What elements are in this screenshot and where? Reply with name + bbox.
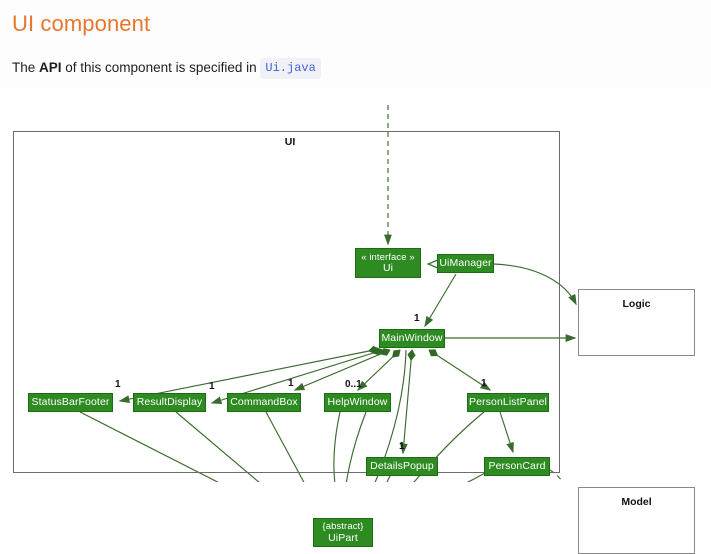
assoc-uimanager-to-mainwindow — [425, 273, 457, 326]
external-package-model-label: Model — [621, 496, 652, 508]
class-box-mainwindow[interactable]: MainWindow — [379, 329, 445, 348]
inheritance-mainwindow-uipart — [374, 349, 407, 482]
page-header: UI component The API of this component i… — [0, 0, 711, 88]
assoc-personlistpanel-personcard — [499, 411, 513, 452]
page-title: UI component — [12, 11, 151, 36]
multiplicity-statusbarfooter: 1 — [115, 379, 121, 390]
class-box-statusbarfooter[interactable]: StatusBarFooter — [28, 393, 113, 412]
class-name-statusbarfooter: StatusBarFooter — [31, 395, 110, 408]
composition-mainwindow-detailspopup — [403, 350, 412, 453]
class-name-personcard: PersonCard — [488, 459, 546, 472]
class-box-uipart[interactable]: {abstract} UiPart — [313, 518, 373, 547]
class-name-resultdisplay: ResultDisplay — [136, 395, 203, 408]
dependency-uimanager-to-logic — [493, 263, 576, 304]
multiplicity-mainwindow: 1 — [414, 313, 420, 324]
inheritance-detailspopup-uipart — [386, 475, 391, 482]
ui-frame-label: UI — [284, 136, 296, 148]
external-package-model[interactable]: Model — [578, 487, 695, 554]
class-name-personlistpanel: PersonListPanel — [469, 395, 547, 408]
class-name-commandbox: CommandBox — [230, 395, 298, 408]
api-keyword: API — [39, 60, 62, 75]
diagram-connectors — [79, 105, 711, 482]
ui-component-frame — [13, 131, 560, 473]
class-box-detailspopup[interactable]: DetailsPopup — [366, 457, 438, 476]
class-name-helpwindow: HelpWindow — [327, 395, 388, 408]
class-box-helpwindow[interactable]: HelpWindow — [324, 393, 391, 412]
multiplicity-resultdisplay: 1 — [209, 381, 215, 392]
composition-mainwindow-personlistpanel — [429, 350, 490, 390]
class-name-ui: Ui — [382, 262, 394, 274]
uml-class-diagram: UI Logic Model « interface » Ui UiManage… — [0, 88, 711, 554]
api-text-prefix: The — [12, 60, 40, 75]
api-description: The API of this component is specified i… — [12, 58, 321, 79]
class-name-mainwindow: MainWindow — [381, 331, 443, 344]
inheritance-personcard-uipart — [467, 471, 488, 482]
class-box-personcard[interactable]: PersonCard — [484, 457, 550, 476]
class-stereotype-interface: « interface » — [361, 251, 415, 263]
class-box-resultdisplay[interactable]: ResultDisplay — [133, 393, 206, 412]
api-text-mid: of this component is specified in — [61, 60, 261, 75]
ui-java-code-chip[interactable]: Ui.java — [260, 58, 321, 79]
class-name-uimanager: UiManager — [439, 256, 492, 269]
composition-mainwindow-helpwindow — [358, 350, 400, 390]
external-package-logic-label: Logic — [622, 298, 651, 310]
multiplicity-personlistpanel: 1 — [481, 378, 487, 389]
multiplicity-commandbox: 1 — [288, 378, 294, 389]
multiplicity-helpwindow: 0..1 — [345, 379, 362, 390]
inheritance-helpwindow2-uipart — [345, 411, 367, 482]
class-box-commandbox[interactable]: CommandBox — [227, 393, 301, 412]
multiplicity-detailspopup: 1 — [399, 441, 405, 452]
class-box-uimanager[interactable]: UiManager — [437, 254, 494, 273]
inheritance-commandbox-uipart — [265, 411, 305, 482]
inheritance-statusbarfooter-uipart — [79, 411, 219, 482]
class-name-detailspopup: DetailsPopup — [370, 459, 434, 472]
class-box-personlistpanel[interactable]: PersonListPanel — [467, 393, 549, 412]
inheritance-helpwindow-uipart — [333, 411, 341, 482]
class-box-ui-interface[interactable]: « interface » Ui — [355, 248, 421, 278]
class-stereotype-abstract: {abstract} — [322, 521, 364, 532]
class-name-uipart: UiPart — [328, 531, 358, 544]
external-package-logic[interactable]: Logic — [578, 289, 695, 356]
inheritance-resultdisplay-uipart — [175, 411, 260, 482]
